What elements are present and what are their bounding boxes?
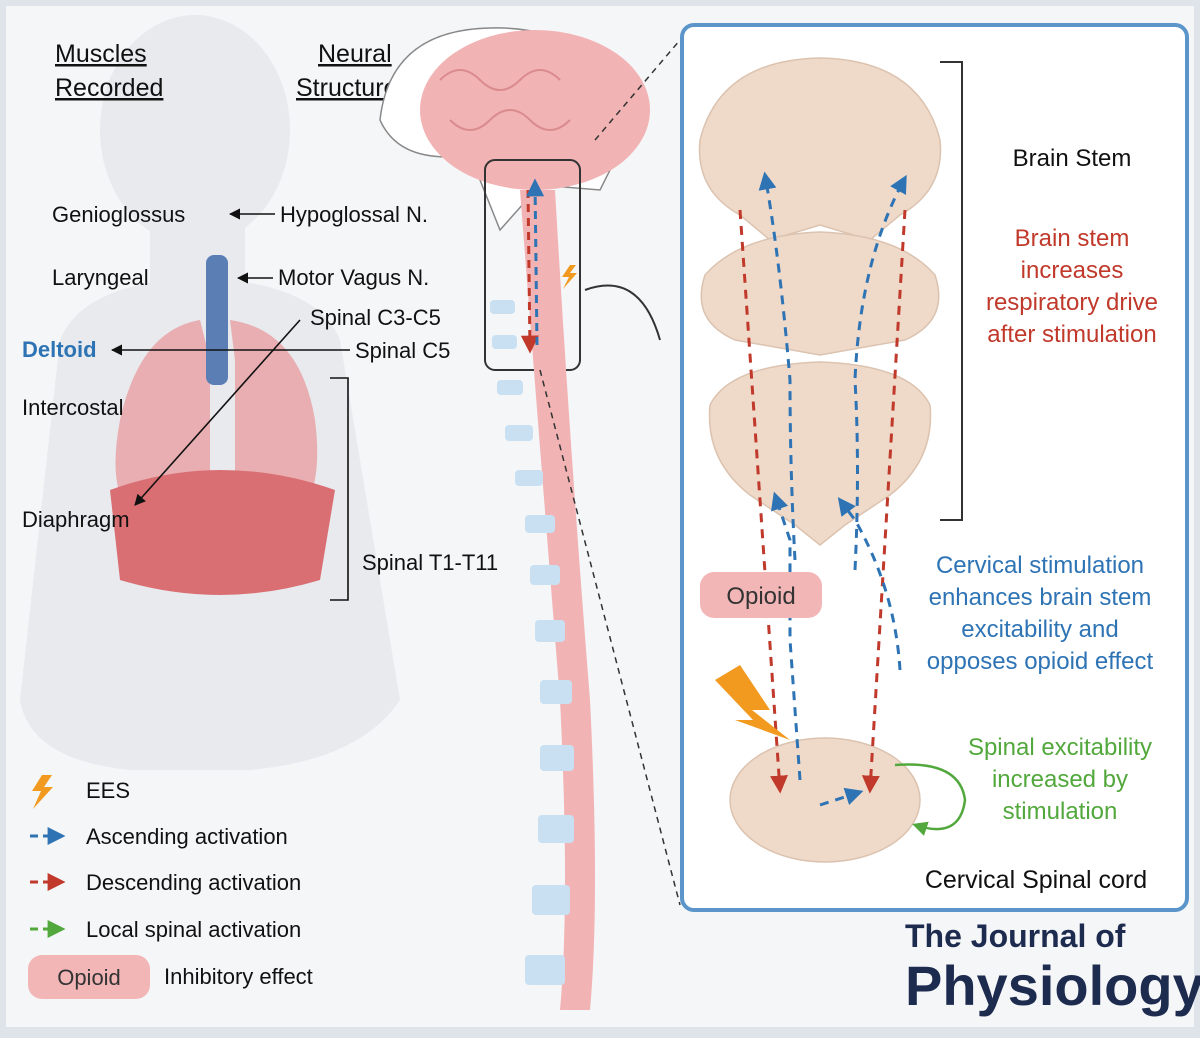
zoom-line-bottom	[539, 369, 681, 906]
nerve-spinal-c5: Spinal C5	[355, 338, 450, 363]
nerve-motor-vagus: Motor Vagus N.	[278, 265, 429, 290]
svg-text:opposes opioid effect: opposes opioid effect	[927, 648, 1154, 675]
svg-text:Cervical stimulation: Cervical stimulation	[936, 552, 1144, 579]
muscle-intercostal: Intercostal	[22, 395, 124, 420]
brain-illustration	[379, 27, 650, 371]
nerve-spinal-t1-t11: Spinal T1-T11	[362, 550, 498, 575]
brainstem-bracket	[940, 61, 963, 521]
svg-text:Spinal excitability: Spinal excitability	[968, 734, 1152, 761]
muscle-laryngeal: Laryngeal	[52, 265, 149, 290]
muscles-header-line1: Muscles	[55, 40, 147, 68]
nerve-hypoglossal: Hypoglossal N.	[280, 202, 428, 227]
svg-text:stimulation: stimulation	[1003, 798, 1118, 825]
svg-text:respiratory drive: respiratory drive	[986, 289, 1158, 316]
brainstem-sections	[698, 57, 942, 863]
legend-opioid-tag	[28, 955, 150, 999]
neural-header-line1: Neural	[318, 40, 392, 68]
brain-stem-label: Brain Stem	[1013, 145, 1132, 172]
cervical-spinal-cord-label: Cervical Spinal cord	[925, 866, 1147, 894]
muscle-genioglossus: Genioglossus	[52, 202, 185, 227]
legend-ees-icon	[32, 775, 53, 809]
lungs-illustration	[110, 255, 335, 595]
legend-opioid-label: Opioid	[57, 965, 121, 990]
spinal-cord-illustration	[490, 178, 661, 1010]
svg-text:enhances brain stem: enhances brain stem	[929, 584, 1152, 611]
legend-descending-label: Descending activation	[86, 870, 301, 895]
svg-text:excitability and: excitability and	[961, 616, 1118, 643]
legend-inhibitory-label: Inhibitory effect	[164, 964, 313, 989]
journal-logo-line1: The Journal of	[905, 918, 1126, 954]
local-spinal-arrow	[894, 763, 967, 836]
svg-text:after stimulation: after stimulation	[987, 321, 1156, 348]
legend-ees-label: EES	[86, 778, 130, 803]
nerve-spinal-c3-c5: Spinal C3-C5	[310, 305, 441, 330]
connector-arrows	[110, 208, 350, 601]
spinal-note: Spinal excitability increased by stimula…	[968, 734, 1152, 825]
legend-local-label: Local spinal activation	[86, 917, 301, 942]
svg-text:Brain stem: Brain stem	[1015, 225, 1130, 252]
muscles-header-line2: Recorded	[55, 74, 163, 102]
svg-text:increased by: increased by	[992, 766, 1128, 793]
muscle-diaphragm: Diaphragm	[22, 507, 130, 532]
legend-ascending-label: Ascending activation	[86, 824, 288, 849]
brain-stem-note: Brain stem increases respiratory drive a…	[986, 225, 1158, 348]
panel-pathway-arrows	[738, 171, 907, 807]
opioid-tag-label: Opioid	[726, 583, 795, 610]
muscle-deltoid: Deltoid	[22, 337, 97, 362]
svg-text:increases: increases	[1021, 257, 1124, 284]
legend: EES Ascending activation Descending acti…	[28, 775, 313, 999]
ees-bolt-icon	[715, 665, 790, 740]
opioid-tag	[700, 572, 822, 618]
cervical-note: Cervical stimulation enhances brain stem…	[927, 552, 1154, 675]
journal-logo-line2: Physiology	[905, 954, 1200, 1017]
